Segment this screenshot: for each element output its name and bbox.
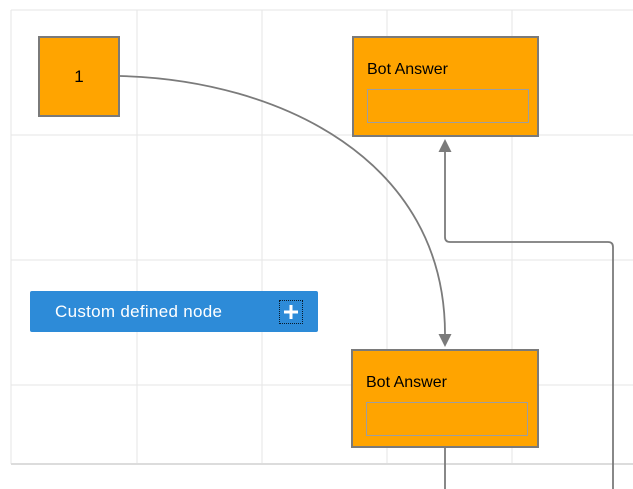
plus-icon[interactable]	[279, 299, 303, 324]
custom-defined-node-label: Custom defined node	[55, 301, 223, 321]
arrowhead-down-icon	[438, 334, 452, 347]
node-bot-answer-bottom[interactable]: Bot Answer	[351, 349, 539, 448]
bot-answer-bottom-input[interactable]	[366, 402, 528, 436]
connector-start-to-bottom-node[interactable]	[119, 75, 452, 347]
node-bot-answer-bottom-title: Bot Answer	[366, 374, 447, 391]
connector-orthogonal[interactable]	[444, 152, 614, 489]
bot-answer-top-input[interactable]	[367, 89, 529, 123]
node-bot-answer-top-title: Bot Answer	[367, 61, 448, 78]
arrowhead-up-icon	[438, 139, 452, 152]
node-start-label: 1	[74, 66, 84, 86]
node-start[interactable]: 1	[38, 36, 120, 117]
connector-loop-to-top-node[interactable]	[438, 139, 614, 489]
connector-curve[interactable]	[119, 75, 446, 335]
grid	[10, 9, 633, 465]
node-bot-answer-top[interactable]: Bot Answer	[352, 36, 539, 137]
custom-defined-node-button[interactable]: Custom defined node	[30, 291, 318, 332]
